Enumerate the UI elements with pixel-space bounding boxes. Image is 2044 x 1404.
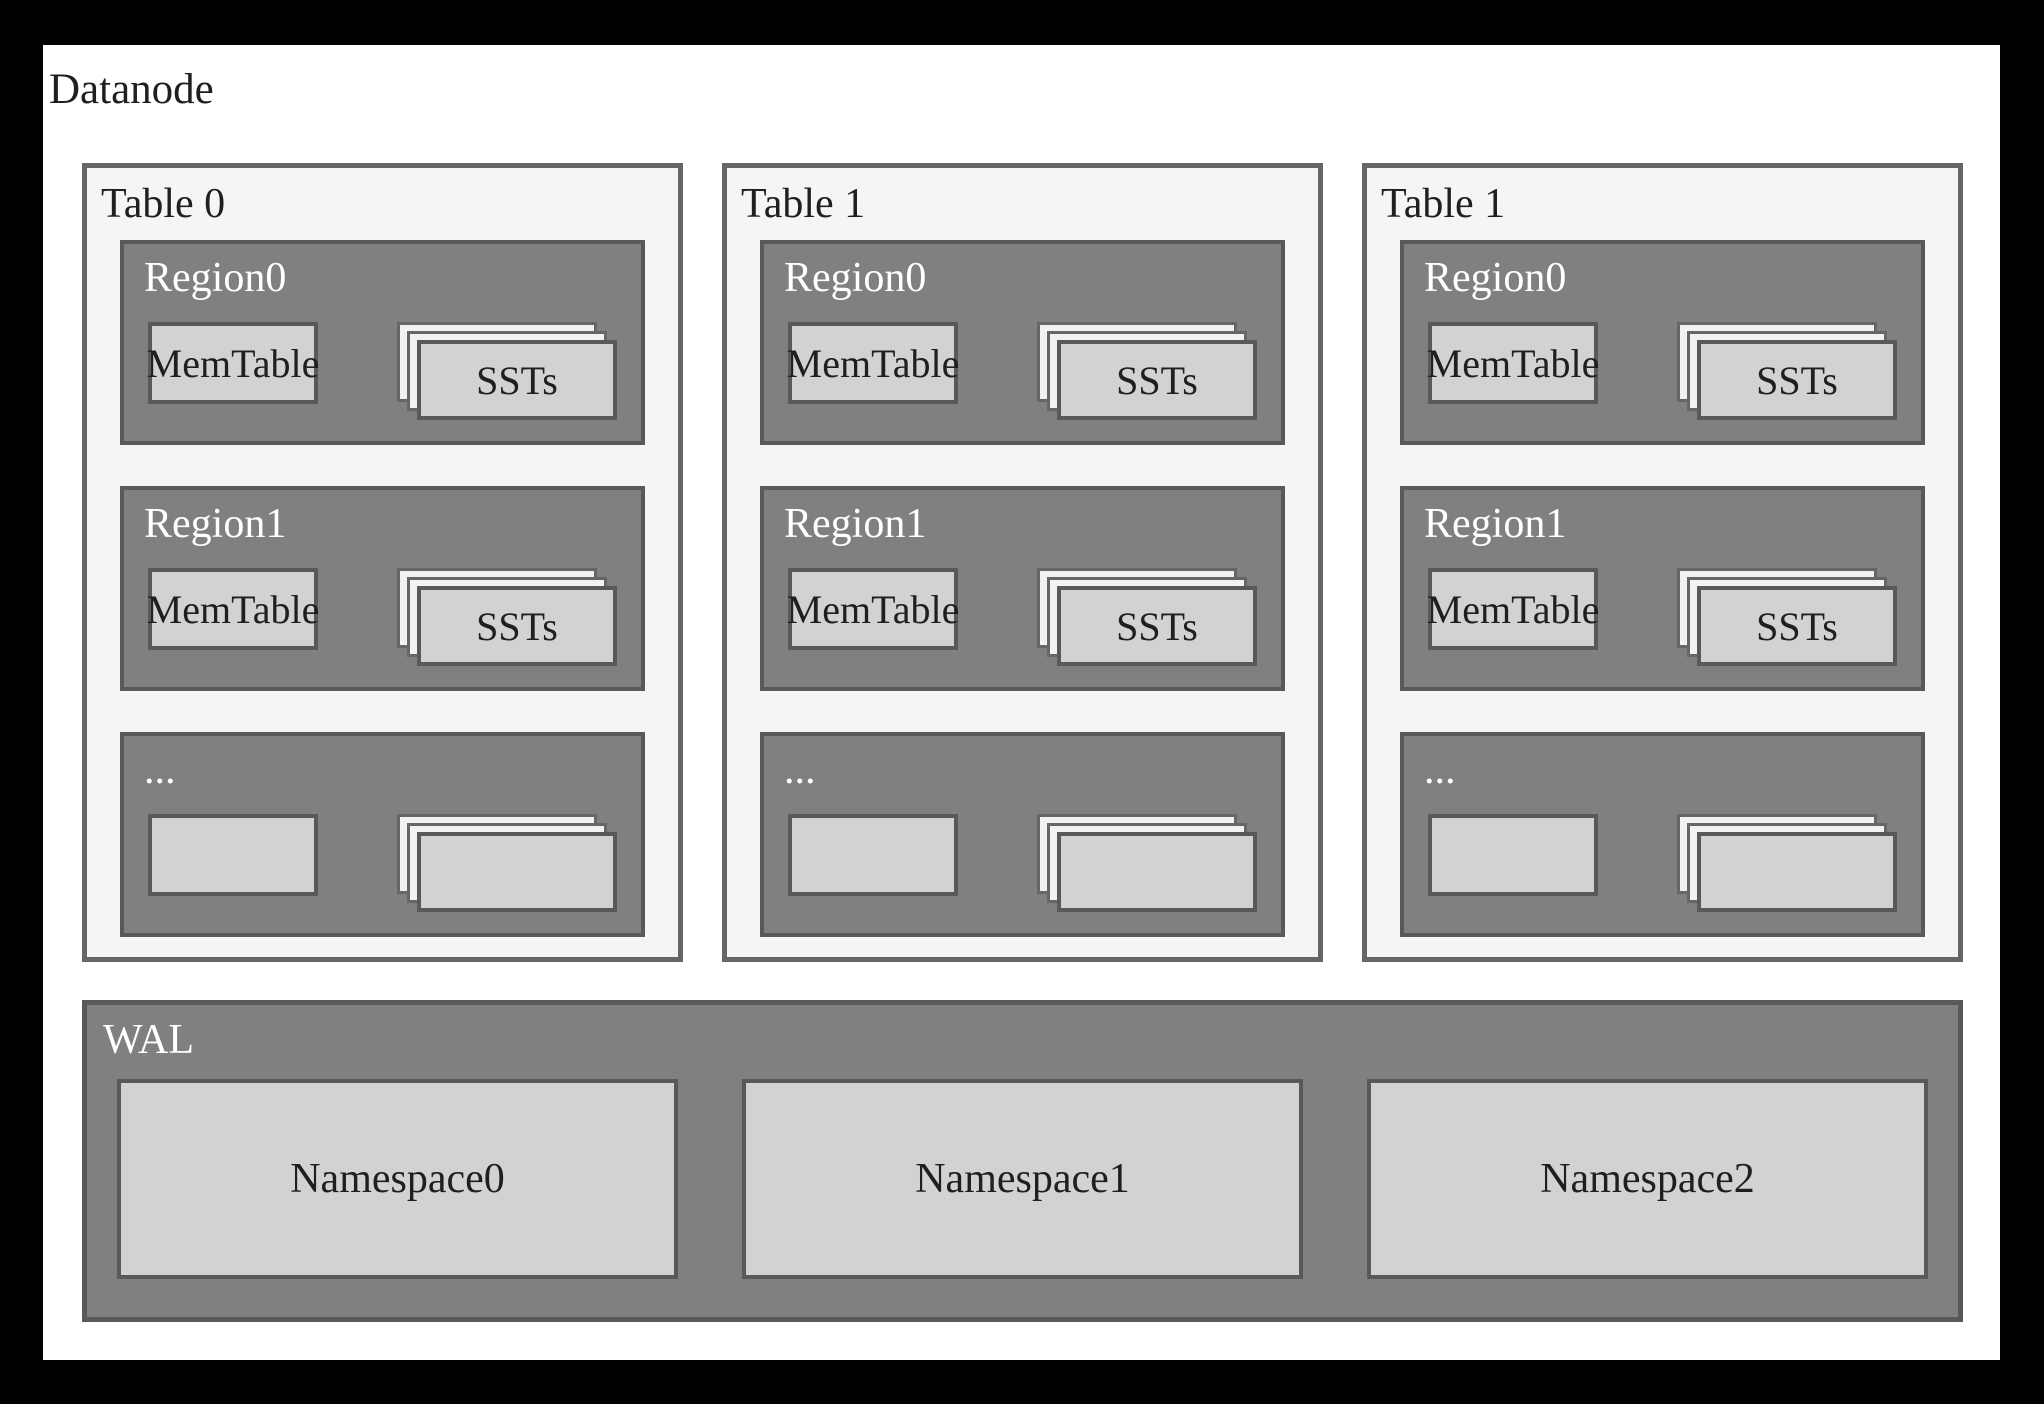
tables-row: Table 0 Region0 MemTable SSTs Region1 Me… xyxy=(82,163,1963,962)
region-label: Region0 xyxy=(144,255,287,301)
wal-box: WAL Namespace0 Namespace1 Namespace2 xyxy=(82,1000,1963,1322)
table-box-2: Table 1 Region0 MemTable SSTs Region1 Me… xyxy=(1362,163,1963,962)
memtable-box xyxy=(1428,814,1598,896)
datanode-container: Datanode Table 0 Region0 MemTable SSTs R… xyxy=(43,45,2000,1360)
memtable-box: MemTable xyxy=(147,568,319,650)
table-box-1: Table 1 Region0 MemTable SSTs Region1 Me… xyxy=(722,163,1323,962)
region-row: MemTable SSTs xyxy=(1427,322,1897,420)
region-label: Region1 xyxy=(1424,501,1567,547)
namespace-box-2: Namespace2 xyxy=(1367,1079,1928,1279)
region-label: Region0 xyxy=(1424,255,1567,301)
memtable-box xyxy=(788,814,958,896)
region-box-0-2: ... xyxy=(120,732,645,937)
ssts-box: SSTs xyxy=(1057,586,1257,666)
memtable-box xyxy=(148,814,318,896)
table-box-0: Table 0 Region0 MemTable SSTs Region1 Me… xyxy=(82,163,683,962)
region-list: Region0 MemTable SSTs Region1 MemTable S… xyxy=(120,240,645,937)
region-list: Region0 MemTable SSTs Region1 MemTable S… xyxy=(760,240,1285,937)
region-label: ... xyxy=(784,747,816,793)
ssts-box xyxy=(417,832,617,912)
ssts-box xyxy=(1697,832,1897,912)
region-list: Region0 MemTable SSTs Region1 MemTable S… xyxy=(1400,240,1925,937)
wal-namespaces: Namespace0 Namespace1 Namespace2 xyxy=(117,1079,1928,1279)
ssts-box: SSTs xyxy=(1057,340,1257,420)
region-box-2-0: Region0 MemTable SSTs xyxy=(1400,240,1925,445)
ssts-stack xyxy=(397,814,617,912)
diagram-content: Table 0 Region0 MemTable SSTs Region1 Me… xyxy=(82,163,1963,1322)
memtable-box: MemTable xyxy=(787,322,959,404)
ssts-box: SSTs xyxy=(417,586,617,666)
ssts-stack: SSTs xyxy=(1677,568,1897,666)
region-box-2-1: Region1 MemTable SSTs xyxy=(1400,486,1925,691)
region-box-0-0: Region0 MemTable SSTs xyxy=(120,240,645,445)
region-box-2-2: ... xyxy=(1400,732,1925,937)
region-label: Region0 xyxy=(784,255,927,301)
ssts-box xyxy=(1057,832,1257,912)
ssts-stack xyxy=(1037,814,1257,912)
table-label: Table 1 xyxy=(741,181,866,227)
datanode-title: Datanode xyxy=(49,66,214,113)
ssts-box: SSTs xyxy=(1697,340,1897,420)
ssts-stack: SSTs xyxy=(1037,322,1257,420)
region-label: Region1 xyxy=(144,501,287,547)
memtable-box: MemTable xyxy=(147,322,319,404)
region-label: ... xyxy=(144,747,176,793)
memtable-box: MemTable xyxy=(787,568,959,650)
region-row: MemTable SSTs xyxy=(147,322,617,420)
region-row: MemTable SSTs xyxy=(787,568,1257,666)
ssts-stack: SSTs xyxy=(1037,568,1257,666)
ssts-stack xyxy=(1677,814,1897,912)
ssts-stack: SSTs xyxy=(397,322,617,420)
table-label: Table 0 xyxy=(101,181,226,227)
region-box-1-0: Region0 MemTable SSTs xyxy=(760,240,1285,445)
region-row xyxy=(148,814,617,912)
region-row: MemTable SSTs xyxy=(147,568,617,666)
ssts-box: SSTs xyxy=(417,340,617,420)
memtable-box: MemTable xyxy=(1427,322,1599,404)
ssts-box: SSTs xyxy=(1697,586,1897,666)
region-label: Region1 xyxy=(784,501,927,547)
namespace-box-0: Namespace0 xyxy=(117,1079,678,1279)
region-row xyxy=(1428,814,1897,912)
region-box-1-2: ... xyxy=(760,732,1285,937)
ssts-stack: SSTs xyxy=(397,568,617,666)
region-label: ... xyxy=(1424,747,1456,793)
table-label: Table 1 xyxy=(1381,181,1506,227)
namespace-box-1: Namespace1 xyxy=(742,1079,1303,1279)
region-box-0-1: Region1 MemTable SSTs xyxy=(120,486,645,691)
region-box-1-1: Region1 MemTable SSTs xyxy=(760,486,1285,691)
region-row: MemTable SSTs xyxy=(1427,568,1897,666)
region-row: MemTable SSTs xyxy=(787,322,1257,420)
memtable-box: MemTable xyxy=(1427,568,1599,650)
ssts-stack: SSTs xyxy=(1677,322,1897,420)
region-row xyxy=(788,814,1257,912)
wal-label: WAL xyxy=(103,1017,194,1063)
